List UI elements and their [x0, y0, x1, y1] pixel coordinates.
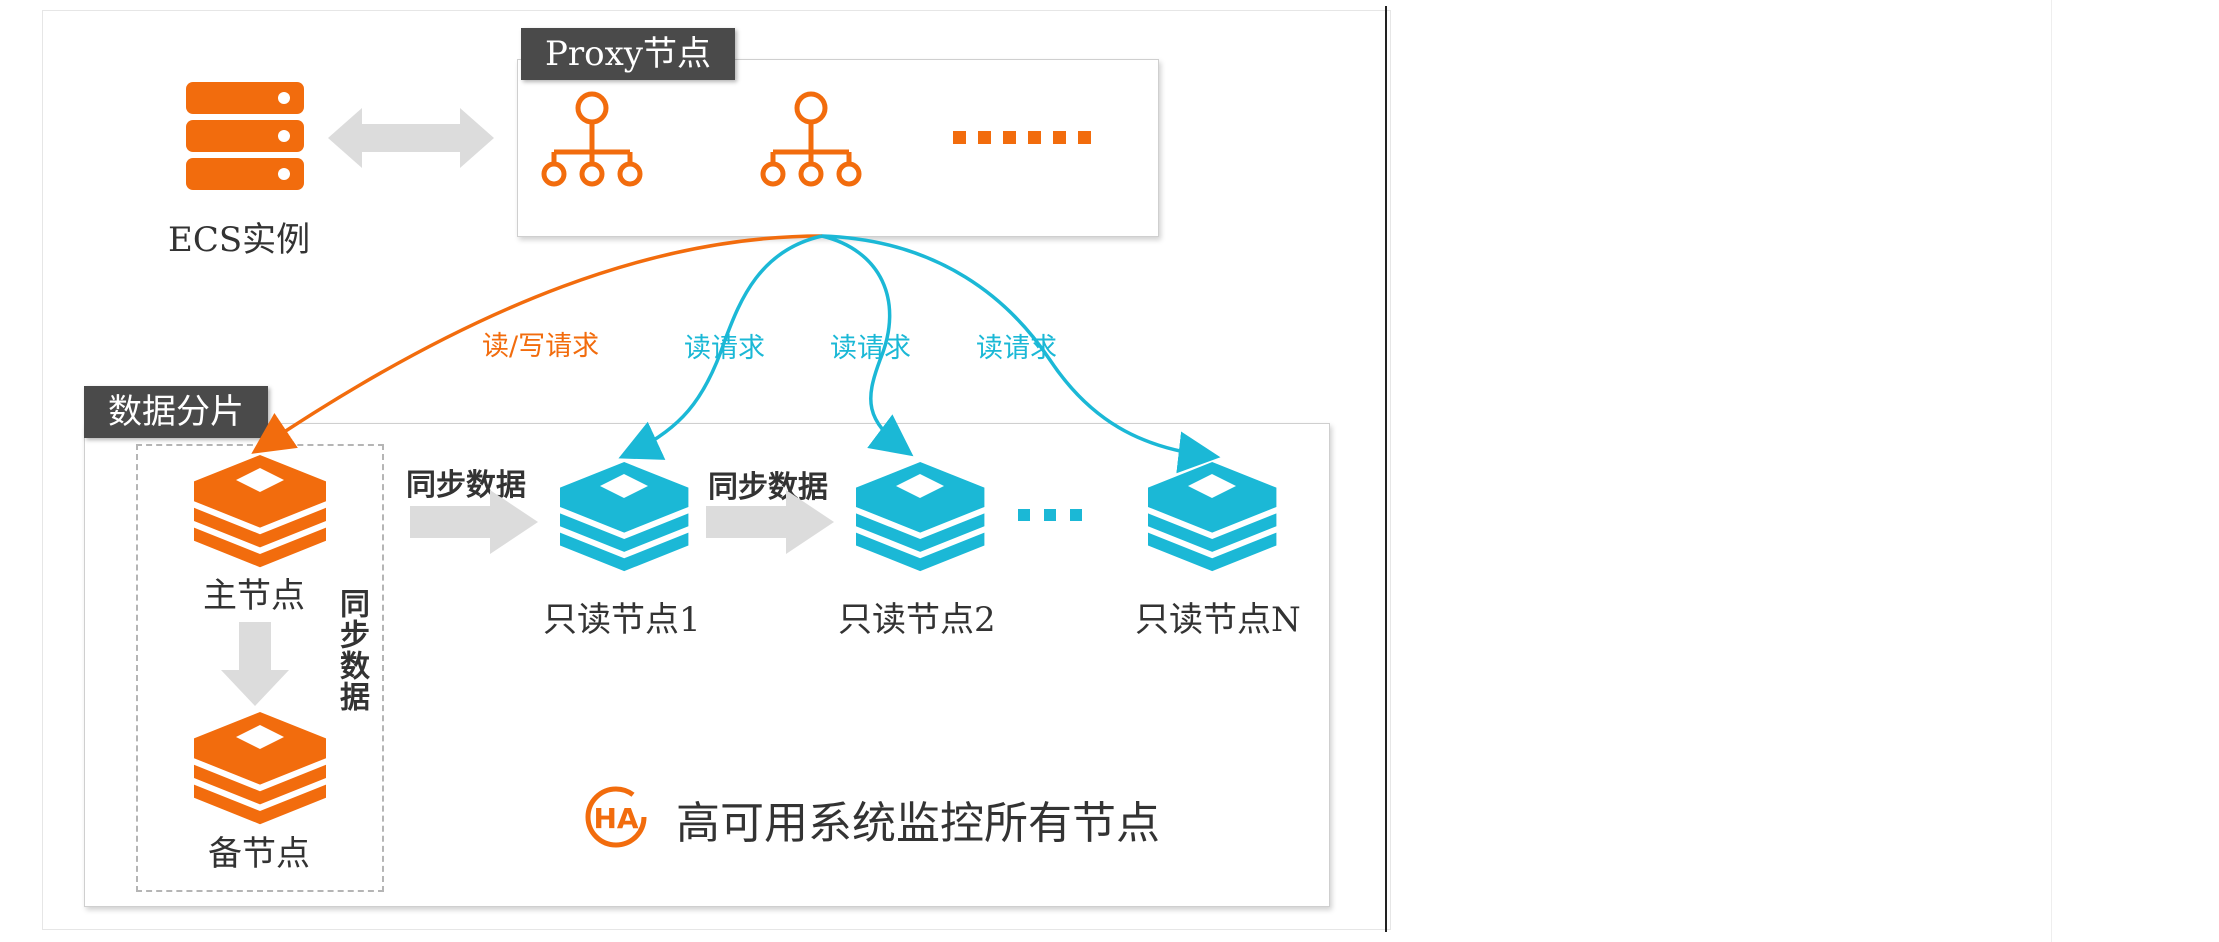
ha-badge-text: HA	[593, 802, 638, 835]
ecs-proxy-double-arrow	[328, 108, 494, 168]
readonly-node-1-label: 只读节点1	[543, 600, 701, 640]
ha-icon: HA	[585, 786, 647, 848]
sync-arrow-2	[706, 490, 834, 554]
right-divider	[2051, 0, 2052, 942]
proxy-node-icon	[541, 91, 643, 187]
proxy-node-icon	[760, 91, 862, 187]
sync-data-label-2: 同步数据	[708, 470, 828, 505]
readonly-ellipsis	[1018, 509, 1082, 521]
master-backup-arrow	[221, 622, 289, 706]
read-request-label-2: 读请求	[830, 333, 911, 364]
proxy-tag: Proxy节点	[521, 28, 735, 80]
readonly-node-2-label: 只读节点2	[838, 600, 996, 640]
shard-tag: 数据分片	[84, 386, 268, 438]
sync-data-vertical-label: 同步数据	[334, 588, 369, 712]
ha-description: 高可用系统监控所有节点	[676, 798, 1160, 849]
readonly-node-n-label: 只读节点N	[1135, 600, 1301, 640]
proxy-group	[517, 59, 1159, 237]
read-write-request-arrow	[251, 234, 823, 454]
read-request-arrow-2	[821, 234, 914, 457]
read-write-request-label: 读/写请求	[482, 331, 600, 362]
ecs-label: ECS实例	[168, 220, 311, 260]
server-stack-icon	[186, 82, 304, 190]
sync-arrow-1	[410, 490, 538, 554]
frame-divider	[1385, 6, 1387, 932]
read-request-arrow-1	[618, 234, 823, 460]
proxy-ellipsis	[953, 131, 1091, 144]
read-request-arrow-3	[821, 234, 1221, 474]
backup-node-label: 备节点	[208, 834, 310, 874]
sync-data-label-1: 同步数据	[406, 468, 526, 503]
master-node-label: 主节点	[203, 576, 305, 616]
